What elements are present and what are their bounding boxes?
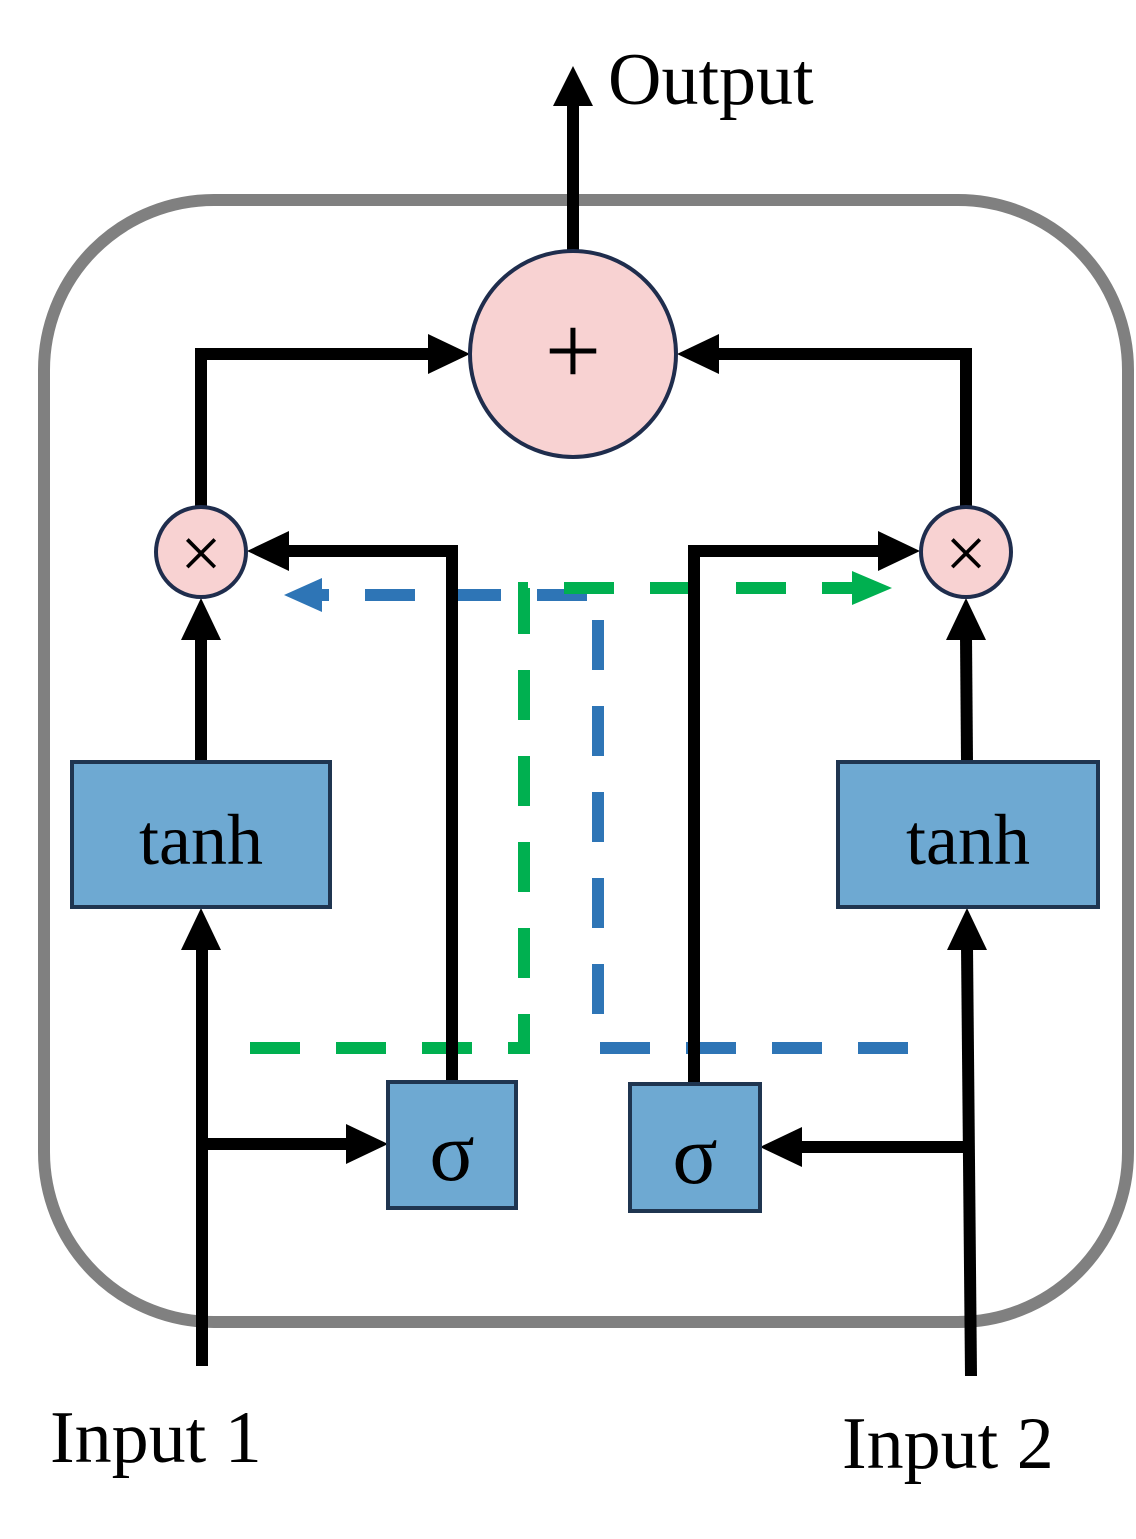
cell-container	[38, 194, 1134, 1328]
dashed-blue-arrowhead	[284, 578, 322, 612]
output-label: Output	[608, 39, 814, 121]
input1-label: Input 1	[50, 1397, 262, 1479]
dashed-green-connection	[250, 582, 855, 1054]
input2-label: Input 2	[842, 1403, 1054, 1485]
right-sigma-box: σ	[628, 1082, 762, 1213]
left-mult-to-sum-line	[195, 348, 432, 506]
right-tanh-to-mult-line	[960, 635, 973, 763]
right-sigma-mult-arrowhead	[878, 531, 920, 571]
dashed-blue-connection	[320, 589, 908, 1054]
right-sigma-to-mult-line	[688, 545, 882, 1084]
output-arrowhead	[553, 66, 593, 106]
left-multiply-node: ×	[154, 505, 248, 599]
left-sigma-to-mult-line	[285, 545, 458, 1082]
left-sigma-mult-arrowhead	[247, 531, 289, 571]
left-multiply-symbol: ×	[180, 513, 222, 595]
right-tanh-label: tanh	[906, 800, 1030, 880]
dashed-green-arrowhead	[852, 571, 892, 605]
input2-tanh-arrowhead	[947, 908, 987, 950]
input1-tanh-arrowhead	[181, 908, 221, 950]
left-tanh-mult-arrowhead	[181, 598, 221, 640]
left-sigma-box: σ	[386, 1080, 518, 1210]
right-tanh-mult-arrowhead	[946, 598, 986, 640]
right-tanh-box: tanh	[836, 760, 1100, 909]
right-sigma-label: σ	[672, 1109, 717, 1202]
input2-line	[961, 945, 977, 1377]
left-tanh-box: tanh	[70, 760, 332, 909]
sum-node: +	[468, 249, 678, 459]
input1-sigma-arrowhead	[346, 1124, 388, 1164]
sum-symbol: +	[545, 295, 601, 406]
left-tanh-label: tanh	[139, 800, 263, 880]
right-multiply-symbol: ×	[945, 513, 987, 595]
left-sigma-label: σ	[429, 1106, 474, 1199]
right-sum-arrowhead	[677, 334, 719, 374]
right-mult-to-sum-line	[716, 348, 972, 506]
right-multiply-node: ×	[919, 505, 1013, 599]
left-sum-arrowhead	[428, 334, 470, 374]
input2-sigma-arrowhead	[760, 1127, 802, 1167]
